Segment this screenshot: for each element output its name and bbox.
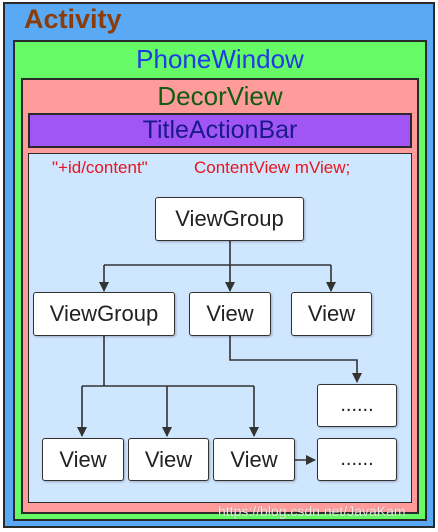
activity-label: Activity: [24, 4, 122, 34]
more-node-2: ......: [317, 438, 397, 481]
leaf-view-2-node: View: [128, 438, 209, 481]
phone-window-label: PhoneWindow: [136, 43, 304, 74]
child-view-1-node: View: [189, 292, 271, 336]
child-view-2-node: View: [291, 292, 372, 336]
watermark: https://blog.csdn.net/JavaKam: [218, 503, 406, 519]
content-view-label: ContentView mView;: [194, 158, 351, 177]
root-viewgroup-node: ViewGroup: [155, 197, 304, 241]
content-id-label: "+id/content": [52, 158, 148, 177]
decor-view-label: DecorView: [157, 80, 283, 111]
leaf-view-1-node: View: [42, 438, 124, 481]
title-action-bar: TitleActionBar: [28, 113, 412, 148]
more-node-1: ......: [317, 384, 397, 427]
leaf-view-3-node: View: [213, 438, 295, 481]
child-viewgroup-node: ViewGroup: [33, 292, 175, 336]
